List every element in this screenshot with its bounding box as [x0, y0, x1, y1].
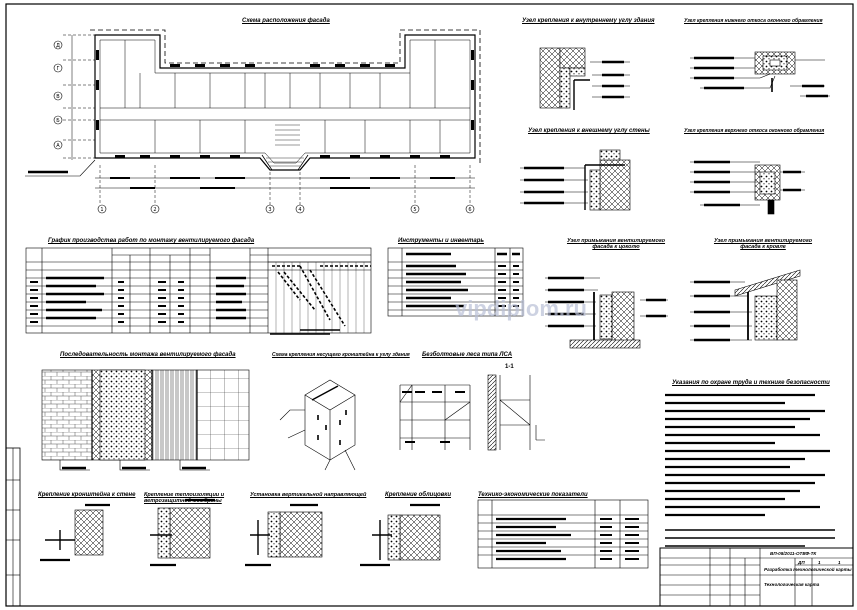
sequence-drawing	[41, 369, 250, 471]
scaffold	[399, 374, 545, 451]
watermark: vipdiplom.ru	[455, 296, 587, 321]
axis-number: 2	[153, 207, 156, 213]
axis-bottom	[95, 165, 475, 205]
left-binding-strip	[5, 447, 21, 607]
axis-number: 1	[100, 207, 103, 213]
stamp-stage: ДП	[797, 560, 805, 565]
tools-table	[387, 247, 524, 317]
safety-text-lines	[665, 393, 835, 547]
axis-letter-bubbles: Д Г В Б А	[53, 40, 63, 150]
axis-letter: Д	[56, 43, 60, 49]
sheet-frame	[5, 3, 854, 607]
axis-left	[63, 34, 95, 160]
step2-title: Крепление теплоизоляции и ветрозащитной …	[144, 492, 225, 504]
window-marks	[96, 50, 474, 158]
tools-title: Инструменты и инвентарь	[398, 238, 484, 244]
axis-number: 5	[413, 207, 416, 213]
step1-title: Крепление кронштейна к стене	[38, 492, 136, 498]
bracket-scheme	[279, 379, 356, 471]
axis-letter: В	[56, 94, 60, 100]
title-block	[659, 547, 854, 607]
node-base-title: Узел примыкания вентилируемого фасада к …	[566, 238, 666, 250]
axis-letter: Г	[56, 66, 59, 72]
node-base	[545, 276, 668, 349]
stamp-sheets: 1	[838, 560, 841, 565]
sequence-title: Последовательность монтажа вентилируемог…	[60, 352, 236, 358]
node-lower-slope	[690, 51, 830, 98]
indicators-title: Технико-экономические показатели	[478, 492, 588, 498]
axis-number: 6	[468, 207, 471, 213]
axis-letter: Б	[56, 118, 60, 124]
node-outer-corner	[520, 149, 631, 211]
facade-plan	[90, 29, 481, 171]
stamp-sheet-no: 1	[818, 560, 821, 565]
node-lower-slope-title: Узел крепления нижнего откоса оконного о…	[684, 18, 823, 24]
indicators-table	[477, 499, 649, 569]
plan-leader	[25, 159, 96, 177]
node-inner-corner	[539, 47, 630, 110]
schedule-table	[25, 247, 372, 335]
step3-title: Установка вертикальной направляющей	[250, 492, 367, 498]
bracket-scheme-title: Схема крепления несущего кронштейна к уг…	[272, 352, 410, 358]
plan-title: Схема расположения фасада	[242, 18, 330, 24]
axis-letter: А	[56, 143, 60, 149]
stamp-sheet-name: Технологическая карта	[764, 582, 820, 587]
stamp-title: Разработка технологической карты	[764, 566, 852, 572]
scaffold-title: Безболтовые леса типа ЛСА	[422, 352, 513, 358]
schedule-title: График производства работ по монтажу вен…	[48, 238, 255, 244]
node-inner-corner-title: Узел крепления к внутреннему углу здания	[522, 18, 655, 24]
section-mark: 1-1	[505, 364, 514, 370]
node-roof-title: Узел примыкания вентилируемого фасада к …	[713, 238, 813, 250]
axis-number: 4	[298, 207, 301, 213]
step-details	[40, 498, 441, 567]
step4-title: Крепление облицовки	[385, 492, 451, 498]
axis-number-bubbles: 1 2 3 4 5 6	[97, 204, 475, 214]
node-upper-slope	[690, 160, 805, 215]
node-roof	[690, 269, 801, 342]
node-outer-corner-title: Узел крепления к внешнему углу стены	[528, 128, 650, 134]
stamp-code: ВП-08/2011-ОТВФ-ТК	[770, 551, 817, 556]
safety-title: Указания по охране труда и технике безоп…	[672, 380, 830, 386]
axis-number: 3	[268, 207, 271, 213]
node-upper-slope-title: Узел крепления верхнего откоса оконного …	[684, 128, 825, 134]
